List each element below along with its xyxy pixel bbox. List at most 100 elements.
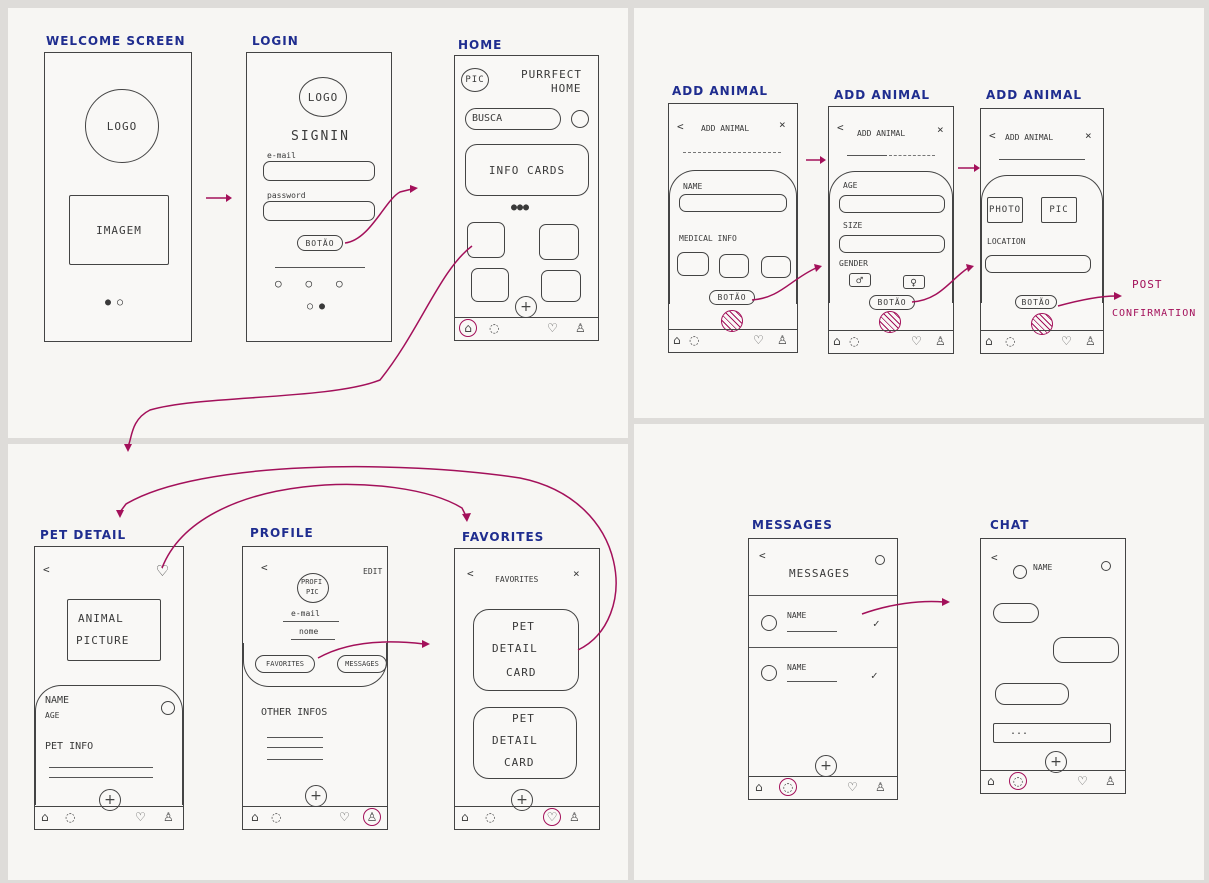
user-icon[interactable]: ♙	[777, 333, 788, 347]
heart-icon[interactable]: ♡	[339, 810, 350, 824]
grid-card[interactable]	[541, 270, 581, 302]
user-icon[interactable]: ♙	[163, 810, 174, 824]
submit-button[interactable]: BOTÃO	[1015, 295, 1057, 309]
add-button[interactable]	[721, 310, 743, 332]
pet-age: AGE	[45, 711, 60, 720]
profile-pic[interactable]: PROFI PIC	[297, 573, 329, 603]
home-icon[interactable]: ⌂	[673, 333, 681, 347]
chat-icon[interactable]: ◌	[849, 334, 860, 348]
name-field[interactable]	[679, 194, 787, 212]
heart-icon[interactable]: ♡	[135, 810, 146, 824]
edit-link[interactable]: EDIT	[363, 567, 383, 576]
favorite-heart-icon[interactable]: ♡	[157, 561, 170, 582]
search-placeholder: BUSCA	[472, 113, 503, 124]
info-cards[interactable]: INFO CARDS	[465, 144, 589, 196]
search-icon[interactable]	[571, 110, 589, 128]
back-icon[interactable]: <	[261, 561, 269, 574]
contact-name[interactable]: NAME	[787, 611, 807, 620]
close-icon[interactable]: ×	[573, 567, 581, 580]
heart-icon[interactable]: ♡	[547, 321, 558, 335]
male-option[interactable]: ♂	[849, 273, 871, 287]
heart-icon[interactable]: ♡	[847, 780, 858, 794]
text-line	[267, 737, 323, 738]
close-icon[interactable]: ×	[1085, 129, 1093, 142]
info-icon[interactable]	[1101, 561, 1111, 571]
home-icon[interactable]: ⌂	[459, 319, 477, 337]
user-icon[interactable]: ♙	[875, 780, 886, 794]
medical-option[interactable]	[761, 256, 791, 278]
password-field[interactable]	[263, 201, 375, 221]
home-icon[interactable]: ⌂	[833, 334, 841, 348]
add-button[interactable]: +	[99, 789, 121, 811]
divider	[749, 647, 897, 648]
heart-icon[interactable]: ♡	[911, 334, 922, 348]
user-icon[interactable]: ♙	[363, 808, 381, 826]
user-icon[interactable]: ♙	[935, 334, 946, 348]
profile-pic[interactable]: PIC	[461, 68, 489, 92]
chat-icon[interactable]: ◌	[489, 321, 500, 335]
user-icon[interactable]: ♙	[569, 810, 580, 824]
medical-option[interactable]	[719, 254, 749, 278]
signin-button[interactable]: BOTÃO	[297, 235, 343, 251]
search-input[interactable]: BUSCA	[465, 108, 561, 130]
grid-card[interactable]	[467, 222, 505, 258]
chat-icon[interactable]: ◌	[779, 778, 797, 796]
chat-icon[interactable]: ◌	[485, 810, 496, 824]
heart-icon[interactable]: ♡	[1061, 334, 1072, 348]
add-button[interactable]: +	[511, 789, 533, 811]
chat-icon[interactable]: ◌	[271, 810, 282, 824]
add-button[interactable]: +	[1045, 751, 1067, 773]
age-field[interactable]	[839, 195, 945, 213]
email-field[interactable]	[263, 161, 375, 181]
add-button[interactable]: +	[515, 296, 537, 318]
medical-option[interactable]	[677, 252, 709, 276]
home-icon[interactable]: ⌂	[251, 810, 259, 824]
back-icon[interactable]: <	[759, 549, 767, 562]
messages-screen: < MESSAGES NAME ✓ NAME ✓ + ⌂ ◌ ♡ ♙	[748, 538, 898, 800]
back-icon[interactable]: <	[43, 563, 51, 576]
female-option[interactable]: ♀	[903, 275, 925, 289]
close-icon[interactable]: ×	[779, 118, 787, 131]
new-message-icon[interactable]	[875, 555, 885, 565]
home-icon[interactable]: ⌂	[987, 774, 995, 788]
pet-detail-card[interactable]: PET DETAIL CARD	[473, 707, 577, 779]
back-icon[interactable]: <	[677, 120, 685, 133]
pet-detail-card[interactable]: PET DETAIL CARD	[473, 609, 579, 691]
heart-icon[interactable]: ♡	[753, 333, 764, 347]
heart-icon[interactable]: ♡	[1077, 774, 1088, 788]
chat-icon[interactable]: ◌	[65, 810, 76, 824]
add-button[interactable]	[879, 311, 901, 333]
back-icon[interactable]: <	[837, 121, 845, 134]
size-field[interactable]	[839, 235, 945, 253]
grid-card[interactable]	[539, 224, 579, 260]
user-icon[interactable]: ♙	[1105, 774, 1116, 788]
message-input[interactable]: ...	[993, 723, 1111, 743]
social-login-icons[interactable]: ○ ○ ○	[275, 277, 344, 290]
messages-button[interactable]: MESSAGES	[337, 655, 387, 673]
close-icon[interactable]: ×	[937, 123, 945, 136]
home-icon[interactable]: ⌂	[755, 780, 763, 794]
home-icon[interactable]: ⌂	[41, 810, 49, 824]
chat-icon[interactable]: ◌	[1009, 772, 1027, 790]
location-field[interactable]	[985, 255, 1091, 273]
chat-icon[interactable]: ◌	[689, 333, 700, 347]
user-icon[interactable]: ♙	[1085, 334, 1096, 348]
contact-name[interactable]: NAME	[787, 663, 807, 672]
heart-icon[interactable]: ♡	[543, 808, 561, 826]
add-button[interactable]: +	[815, 755, 837, 777]
next-button[interactable]: BOTÃO	[869, 295, 915, 310]
back-icon[interactable]: <	[991, 551, 999, 564]
grid-card[interactable]	[471, 268, 509, 302]
chat-icon[interactable]: ◌	[1005, 334, 1016, 348]
add-button[interactable]	[1031, 313, 1053, 335]
home-icon[interactable]: ⌂	[985, 334, 993, 348]
next-button[interactable]: BOTÃO	[709, 290, 755, 305]
back-icon[interactable]: <	[989, 129, 997, 142]
add-button[interactable]: +	[305, 785, 327, 807]
pic-button[interactable]: PIC	[1041, 197, 1077, 223]
photo-button[interactable]: PHOTO	[987, 197, 1023, 223]
home-icon[interactable]: ⌂	[461, 810, 469, 824]
back-icon[interactable]: <	[467, 567, 475, 580]
favorites-button[interactable]: FAVORITES	[255, 655, 315, 673]
user-icon[interactable]: ♙	[575, 321, 586, 335]
